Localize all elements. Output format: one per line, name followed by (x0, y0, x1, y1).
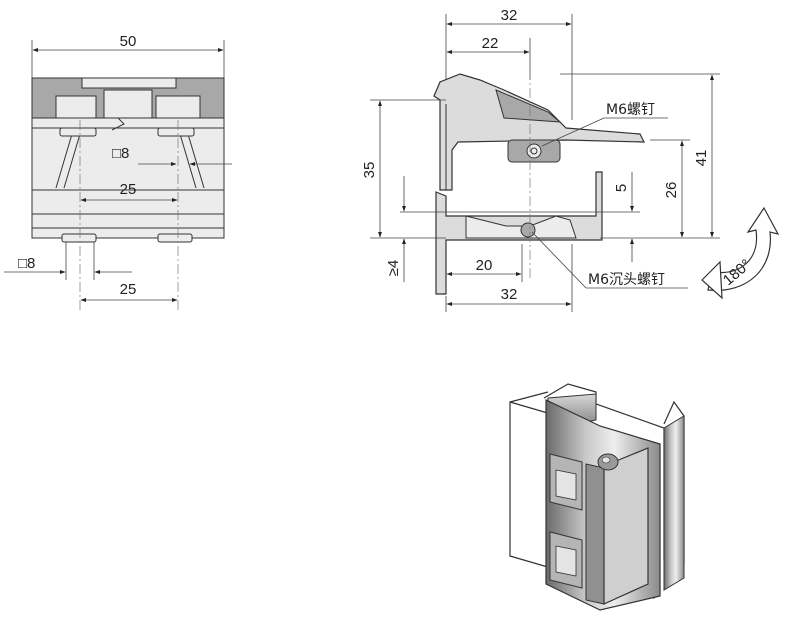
dimension-bottom-inner-label: 20 (476, 257, 493, 274)
dimension-gap-label: 5 (613, 184, 630, 192)
dimension-bottom-outer-label: 32 (501, 286, 518, 303)
dimension-pitch-lower-label: 25 (120, 281, 137, 298)
dimension-top-outer-label: 32 (501, 7, 518, 24)
dimension-square-upper-label: □8 (112, 145, 129, 162)
isometric-view (509, 383, 685, 611)
upper-leaf (433, 73, 645, 191)
m6-screw-top (507, 139, 561, 163)
rotation-arrow-icon: 180° (701, 206, 780, 300)
dimension-right-height-inner-label: 26 (663, 182, 680, 199)
dimension-bottom-clearance-label: ≥4 (385, 260, 402, 277)
dimension-top-inner-label: 22 (482, 35, 499, 52)
callout-screw-bottom: M6沉头螺钉 (588, 272, 665, 288)
front-view: 50 (4, 33, 232, 310)
dimension-pitch-upper-label: 25 (120, 181, 137, 198)
dimension-square-lower-label: □8 (18, 255, 35, 272)
dimension-width-label: 50 (120, 33, 137, 50)
dimension-right-height-outer-label: 41 (693, 150, 710, 167)
side-view: 32 22 35 (361, 7, 780, 312)
callout-screw-top: M6螺钉 (606, 102, 655, 118)
lower-leaf (435, 171, 603, 295)
hinge-front-body (31, 77, 225, 243)
dimension-left-height-label: 35 (361, 162, 378, 179)
